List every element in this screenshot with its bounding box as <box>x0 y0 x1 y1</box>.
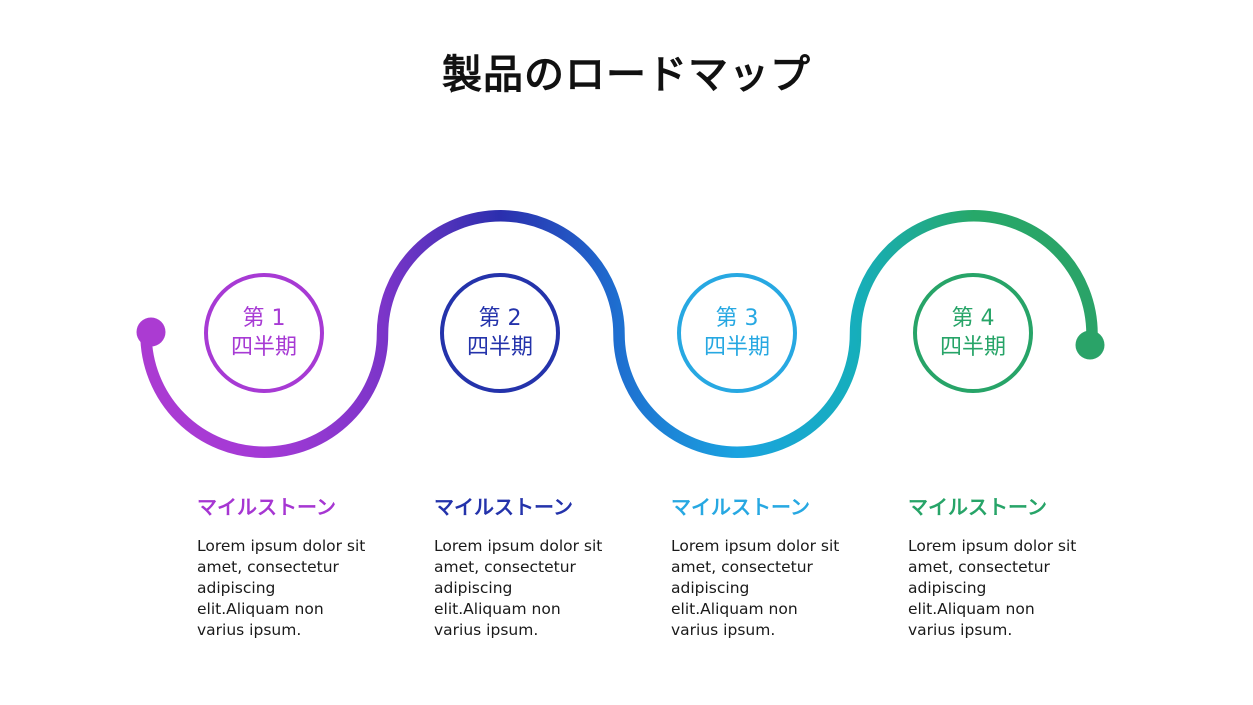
quarter-label-1: 第 1 四半期 <box>230 306 297 360</box>
milestone-heading-3: マイルストーン <box>671 495 810 519</box>
timeline-wave-path <box>140 210 1098 458</box>
timeline-start-dot <box>136 317 166 347</box>
timeline-end-dot <box>1075 330 1105 360</box>
milestone-block-2: マイルストーン Lorem ipsum dolor sit amet, cons… <box>434 494 619 641</box>
quarter-node-3: 第 3 四半期 <box>677 273 797 393</box>
milestone-block-3: マイルストーン Lorem ipsum dolor sit amet, cons… <box>671 494 856 641</box>
milestone-heading-4: マイルストーン <box>908 495 1047 519</box>
milestone-body-2: Lorem ipsum dolor sit amet, consectetur … <box>434 537 603 639</box>
milestone-block-4: マイルストーン Lorem ipsum dolor sit amet, cons… <box>908 494 1093 641</box>
quarter-label-4: 第 4 四半期 <box>939 306 1006 360</box>
quarter-node-2: 第 2 四半期 <box>440 273 560 393</box>
quarter-label-2: 第 2 四半期 <box>466 306 533 360</box>
milestone-body-3: Lorem ipsum dolor sit amet, consectetur … <box>671 537 840 639</box>
milestone-body-1: Lorem ipsum dolor sit amet, consectetur … <box>197 537 366 639</box>
quarter-node-4: 第 4 四半期 <box>913 273 1033 393</box>
milestone-heading-2: マイルストーン <box>434 495 573 519</box>
page-title: 製品のロードマップ <box>442 52 811 98</box>
milestone-body-4: Lorem ipsum dolor sit amet, consectetur … <box>908 537 1077 639</box>
quarter-node-1: 第 1 四半期 <box>204 273 324 393</box>
milestone-block-1: マイルストーン Lorem ipsum dolor sit amet, cons… <box>197 494 382 641</box>
quarter-label-3: 第 3 四半期 <box>703 306 770 360</box>
milestone-heading-1: マイルストーン <box>197 495 336 519</box>
